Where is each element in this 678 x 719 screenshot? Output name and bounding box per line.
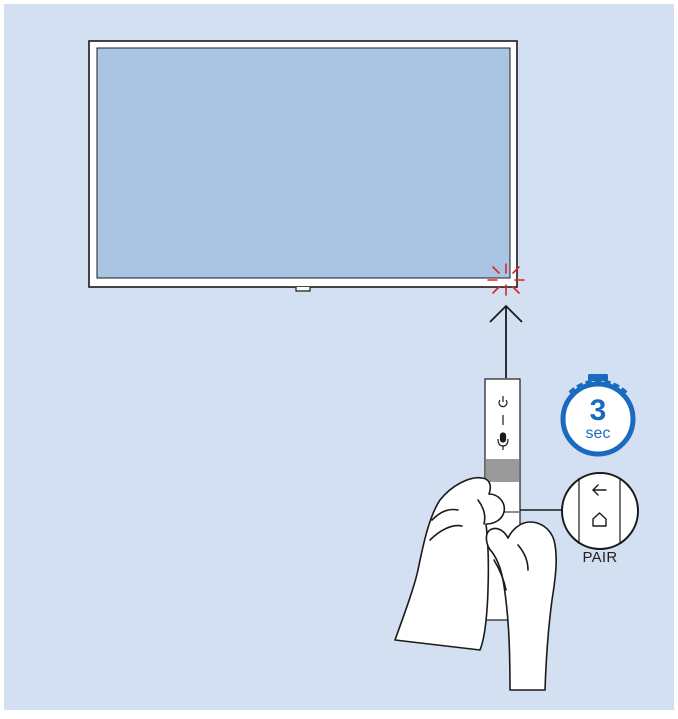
tv-screen (97, 48, 510, 278)
tv-stand-tab (296, 287, 310, 291)
tv (89, 41, 517, 291)
timer-unit: sec (586, 425, 611, 442)
timer-number: 3 (590, 394, 607, 427)
remote-band (486, 459, 519, 482)
pair-label: PAIR (572, 549, 628, 566)
callout-circle (562, 473, 638, 549)
